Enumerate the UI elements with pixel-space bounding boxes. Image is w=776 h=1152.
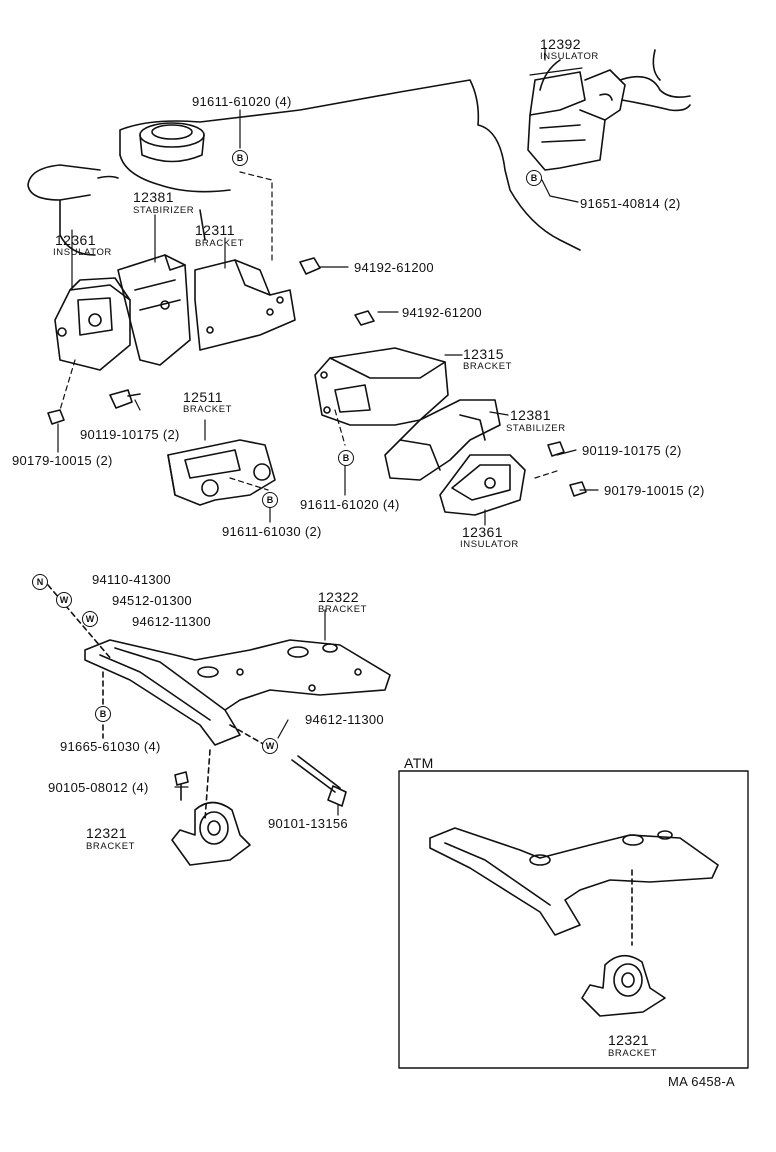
part-name-bracket: BRACKET: [183, 404, 233, 415]
part-number-94612-11300: 94612-11300: [132, 614, 211, 629]
oil-cap: [139, 122, 205, 163]
part-number-12511: 12511: [183, 389, 223, 405]
b-symbol: B: [95, 706, 111, 722]
part-name-bracket: BRACKET: [195, 238, 245, 249]
engine-mount-left: [47, 254, 321, 506]
part-number-12311: 12311: [195, 222, 235, 238]
part-name-bracket: BRACKET: [86, 841, 136, 852]
part-number-91611-61030: 91611-61030 (2): [222, 524, 322, 539]
w-symbol: W: [262, 738, 278, 754]
part-number-12381: 12381: [133, 189, 174, 205]
part-name-insulator: INSULATOR: [540, 51, 599, 62]
part-number-12361: 12361: [462, 524, 503, 540]
part-number-91665-61030: 91665-61030 (4): [60, 739, 161, 754]
b-symbol: B: [526, 170, 542, 186]
engine-mount-right: [314, 310, 587, 516]
part-number-12321: 12321: [608, 1032, 649, 1048]
part-number-90179-10015: 90179-10015 (2): [604, 483, 705, 498]
part-number-90105-08012: 90105-08012 (4): [48, 780, 149, 795]
part-name-stabirizer: STABIRIZER: [133, 205, 195, 216]
insulator-12392: [527, 49, 691, 171]
part-number-94110-41300: 94110-41300: [92, 572, 171, 587]
part-number-12321: 12321: [86, 825, 127, 841]
part-name-bracket: BRACKET: [318, 604, 368, 615]
b-symbol: B: [232, 150, 248, 166]
crossmember-assembly: [47, 584, 391, 866]
part-number-90179-10015: 90179-10015 (2): [12, 453, 113, 468]
part-name-stabilizer: STABILIZER: [506, 423, 566, 434]
part-number-90119-10175: 90119-10175 (2): [80, 427, 180, 442]
part-number-94512-01300: 94512-01300: [112, 593, 192, 608]
part-number-90101-13156: 90101-13156: [268, 816, 348, 831]
part-number-12392: 12392: [540, 36, 581, 52]
part-number-12322: 12322: [318, 589, 359, 605]
leader-lines: [57, 47, 599, 816]
engine-outline: [27, 59, 581, 256]
w-symbol: W: [56, 592, 72, 608]
part-number-94192-61200: 94192-61200: [354, 260, 434, 275]
part-number-91611-61020: 91611-61020 (4): [192, 94, 292, 109]
part-number-90119-10175: 90119-10175 (2): [582, 443, 682, 458]
part-number-12361: 12361: [55, 232, 96, 248]
part-number-94192-61200: 94192-61200: [402, 305, 482, 320]
part-name-bracket: BRACKET: [463, 361, 513, 372]
part-number-94612-11300: 94612-11300: [305, 712, 384, 727]
figure-code: MA 6458-A: [668, 1074, 736, 1089]
atm-inset: [398, 770, 749, 1069]
part-name-insulator: INSULATOR: [460, 539, 519, 550]
atm-title: ATM: [404, 755, 434, 771]
w-symbol: W: [82, 611, 98, 627]
part-name-insulator: INSULATOR: [53, 247, 112, 258]
part-name-bracket: BRACKET: [608, 1048, 658, 1059]
part-number-12381: 12381: [510, 407, 551, 423]
part-number-12315: 12315: [463, 346, 504, 362]
b-symbol: B: [262, 492, 278, 508]
part-number-91611-61020: 91611-61020 (4): [300, 497, 400, 512]
n-symbol: N: [32, 574, 48, 590]
b-symbol: B: [338, 450, 354, 466]
part-number-91651-40814: 91651-40814 (2): [580, 196, 681, 211]
